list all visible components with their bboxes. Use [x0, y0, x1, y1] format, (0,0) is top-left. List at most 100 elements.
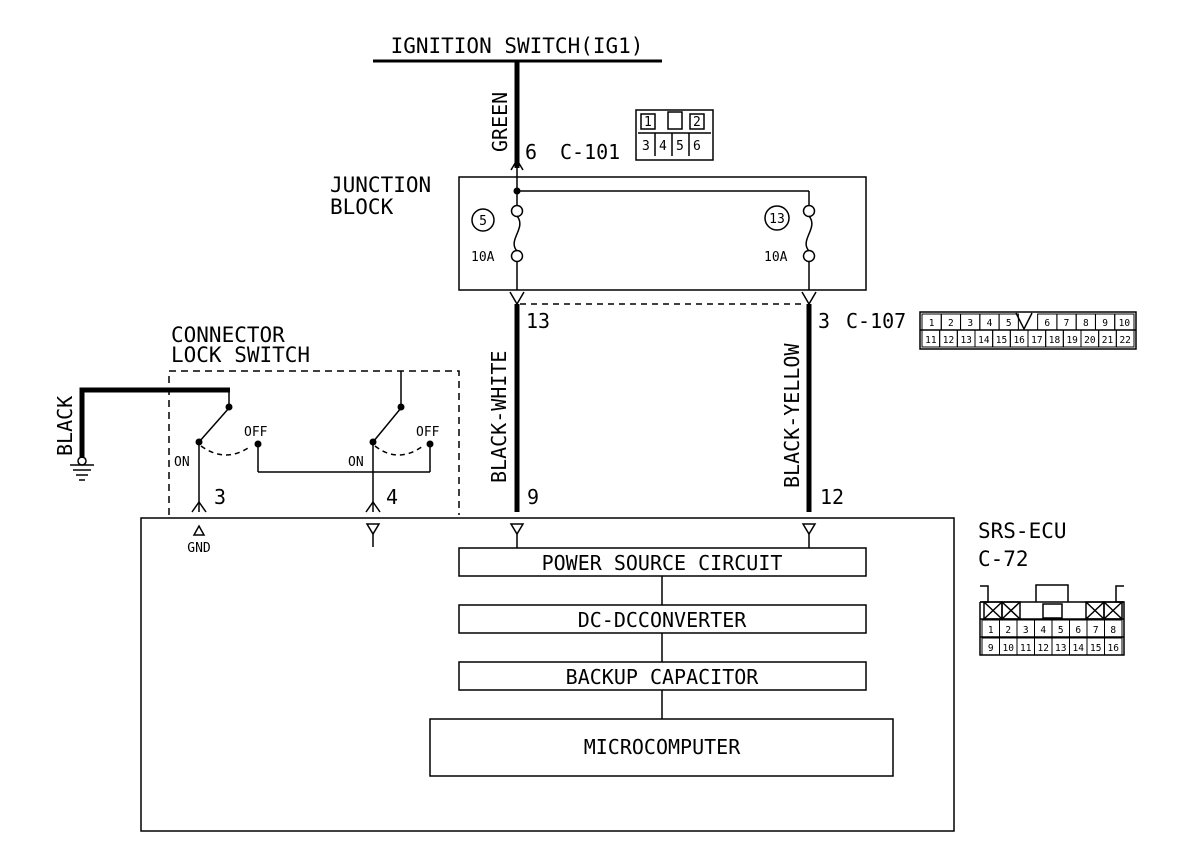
c107-pin-right: 3: [818, 309, 830, 333]
c107-cell-11: 11: [925, 335, 937, 346]
c107-cell-3: 3: [967, 318, 973, 329]
black-yellow-wire-label: BLACK-YELLOW: [780, 343, 804, 488]
c101-cell-5: 5: [676, 139, 684, 154]
c107-cell-13: 13: [960, 335, 971, 346]
c107-cell-16: 16: [1013, 335, 1025, 346]
c72-cell-8: 8: [1110, 625, 1116, 636]
c101-cell-3: 3: [642, 139, 650, 154]
c72-cell-16: 16: [1108, 643, 1120, 654]
junction-block-label-2: BLOCK: [330, 195, 394, 219]
c107-cell-18: 18: [1049, 335, 1061, 346]
lock-switch-label-1: CONNECTOR: [171, 323, 285, 347]
c107-cell-20: 20: [1084, 335, 1096, 346]
power-source-label: POWER SOURCE CIRCUIT: [542, 551, 783, 575]
c72-cell-14: 14: [1073, 643, 1085, 654]
c107-cell-7: 7: [1064, 318, 1070, 329]
microcomputer-block: [429, 718, 894, 777]
c107-cell-12: 12: [943, 335, 954, 346]
c72-cell-11: 11: [1020, 643, 1032, 654]
c101-cell-6: 6: [693, 139, 701, 154]
switch-left-on-label: ON: [174, 455, 190, 470]
c101-cell-1: 1: [644, 115, 652, 130]
c72-cell-9: 9: [988, 643, 994, 654]
c101-label: C-101: [560, 140, 620, 164]
c107-cell-21: 21: [1102, 335, 1114, 346]
ignition-switch-label: IGNITION SWITCH(IG1): [391, 34, 644, 58]
switch-left-off-label: OFF: [244, 425, 268, 440]
c101-cell-4: 4: [659, 139, 667, 154]
lock-switch-wiring: [198, 371, 431, 512]
lock-switch-label-2: LOCK SWITCH: [171, 343, 310, 367]
c72-cell-box: [1104, 619, 1123, 638]
c107-terminal-right: [801, 291, 817, 306]
gnd-label: GND: [187, 541, 211, 556]
c101-pin-number: 6: [525, 140, 537, 164]
ground-icon: [70, 456, 94, 481]
c72-cell-box: [1104, 637, 1123, 656]
pin-3-terminal: [191, 500, 207, 513]
c101-connector-face: [635, 109, 714, 161]
junction-block-box: [458, 176, 867, 291]
c107-terminal-left: [509, 291, 525, 306]
c107-cell-6: 6: [1044, 318, 1050, 329]
c72-row2: 9 10 11 12 13 14 15 16: [981, 637, 1123, 656]
c72-cell-2: 2: [1005, 625, 1011, 636]
c72-cell-12: 12: [1038, 643, 1049, 654]
c107-cell-15: 15: [996, 335, 1007, 346]
c107-label: C-107: [846, 309, 906, 333]
junction-block-internal-wiring: [510, 168, 816, 290]
black-ground-wire: [79, 387, 230, 458]
fuse-13-rating: 10A: [764, 250, 788, 265]
c72-cell-3: 3: [1023, 625, 1029, 636]
c107-cell-5: 5: [1006, 318, 1012, 329]
ecu-terminal-markers: [192, 523, 817, 548]
c107-cell-9: 9: [1102, 318, 1108, 329]
c107-cell-17: 17: [1031, 335, 1042, 346]
c107-cell-10: 10: [1119, 318, 1131, 329]
lock-switch-pin-4: 4: [386, 485, 398, 509]
ecu-pin-9: 9: [527, 485, 539, 509]
dc-dc-converter-label: DC-DCCONVERTER: [578, 608, 748, 632]
switch-right-on-label: ON: [348, 455, 364, 470]
c107-row2: 11 12 13 14 15 16 17 18 19 20 21 22: [921, 329, 1135, 348]
fuse-5-number: 5: [479, 214, 487, 229]
c72-cell-4: 4: [1040, 625, 1046, 636]
srs-ecu-box: [140, 517, 955, 832]
pin-4-terminal: [365, 500, 381, 513]
c72-cell-10: 10: [1003, 643, 1015, 654]
c107-cell-2: 2: [948, 318, 954, 329]
c107-cell-box: [1115, 329, 1135, 348]
c107-cell-8: 8: [1083, 318, 1089, 329]
c72-label: C-72: [978, 547, 1029, 571]
c72-cell-7: 7: [1093, 625, 1099, 636]
c101-cell-2: 2: [693, 115, 701, 130]
green-wire-label: GREEN: [488, 92, 512, 152]
c107-pin-left: 13: [526, 309, 550, 333]
black-wire-label: BLACK: [53, 396, 77, 456]
c107-cell-1: 1: [929, 318, 935, 329]
ecu-pin-12: 12: [820, 485, 844, 509]
fuse-13-number: 13: [769, 212, 785, 227]
c72-cell-13: 13: [1055, 643, 1066, 654]
c101-terminal-arrow: [510, 158, 524, 171]
fuse-5: 5 10A: [471, 208, 495, 265]
microcomputer-label: MICROCOMPUTER: [584, 735, 741, 759]
fuse-13: 13 10A: [764, 205, 790, 265]
c72-cell-5: 5: [1058, 625, 1064, 636]
c72-cell-1: 1: [988, 625, 994, 636]
c107-cell-19: 19: [1066, 335, 1078, 346]
c107-cell-22: 22: [1119, 335, 1130, 346]
junction-node: [513, 187, 521, 195]
switch-right-off-label: OFF: [416, 425, 440, 440]
fuse-5-rating: 10A: [471, 250, 495, 265]
switch-contacts: [195, 403, 434, 448]
c72-cell-6: 6: [1075, 625, 1081, 636]
backup-capacitor-label: BACKUP CAPACITOR: [566, 665, 760, 689]
black-white-wire-label: BLACK-WHITE: [487, 351, 511, 483]
c107-cell-4: 4: [987, 318, 993, 329]
lock-switch-pin-3: 3: [214, 485, 226, 509]
c107-cell-14: 14: [978, 335, 990, 346]
c72-cell-15: 15: [1090, 643, 1101, 654]
